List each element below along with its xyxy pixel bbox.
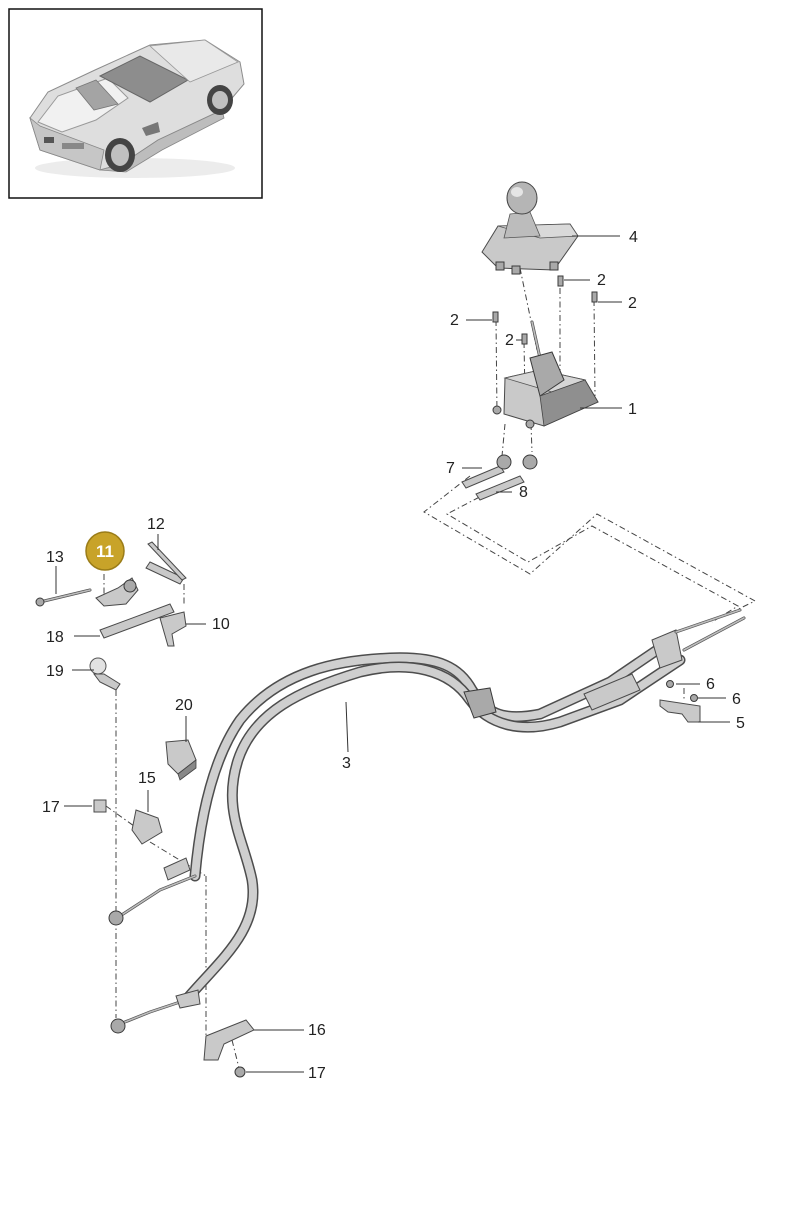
label-2d[interactable]: 2 — [505, 332, 514, 349]
part-7-cable-end[interactable] — [461, 454, 512, 489]
part-15-bracket[interactable] — [131, 809, 163, 845]
part-11-bracket[interactable] — [95, 577, 139, 607]
part-4-gear-knob[interactable] — [481, 181, 579, 275]
label-4[interactable]: 4 — [629, 229, 638, 246]
label-6a[interactable]: 6 — [706, 676, 715, 693]
part-8-cable-end[interactable] — [475, 454, 538, 501]
part-5-bracket[interactable] — [659, 699, 701, 723]
part-16-bracket[interactable] — [203, 1019, 255, 1061]
label-6b[interactable]: 6 — [732, 691, 741, 708]
sports-car-icon — [29, 39, 245, 178]
part-18-rod[interactable] — [99, 603, 175, 639]
label-13[interactable]: 13 — [46, 549, 64, 566]
label-12[interactable]: 12 — [147, 516, 165, 533]
label-19[interactable]: 19 — [46, 663, 64, 680]
label-11: 11 — [96, 542, 114, 561]
part-12-rod[interactable] — [145, 541, 187, 585]
label-2b[interactable]: 2 — [628, 295, 637, 312]
label-17a[interactable]: 17 — [42, 799, 60, 816]
part-10-clip[interactable] — [159, 611, 187, 647]
label-10[interactable]: 10 — [212, 616, 230, 633]
part-17-bolt-lower[interactable] — [234, 1066, 246, 1078]
part-20-clip[interactable] — [165, 739, 197, 781]
part-6-nuts[interactable] — [666, 680, 698, 702]
part-3-shift-cables[interactable] — [108, 608, 746, 1034]
label-7[interactable]: 7 — [446, 460, 455, 477]
part-labels: 4 2 2 2 2 1 7 8 3 6 6 5 12 13 18 10 19 2… — [42, 229, 745, 1082]
part-17-bolt-upper[interactable] — [93, 799, 107, 813]
label-15[interactable]: 15 — [138, 770, 156, 787]
label-8[interactable]: 8 — [519, 484, 528, 501]
part-2-bolts[interactable] — [492, 275, 598, 345]
label-2c[interactable]: 2 — [450, 312, 459, 329]
label-16[interactable]: 16 — [308, 1022, 326, 1039]
part-13-bolt[interactable] — [35, 588, 92, 607]
label-18[interactable]: 18 — [46, 629, 64, 646]
vehicle-thumbnail[interactable] — [8, 8, 263, 199]
highlight-badge-11[interactable]: 11 — [85, 531, 125, 571]
leader-lines — [55, 235, 730, 1073]
label-2a[interactable]: 2 — [597, 272, 606, 289]
label-20[interactable]: 20 — [175, 697, 193, 714]
label-1[interactable]: 1 — [628, 401, 637, 418]
part-1-shifter-housing[interactable] — [492, 320, 599, 429]
label-5[interactable]: 5 — [736, 715, 745, 732]
label-17b[interactable]: 17 — [308, 1065, 326, 1082]
label-3[interactable]: 3 — [342, 755, 351, 772]
part-19-bracket[interactable] — [89, 657, 121, 691]
